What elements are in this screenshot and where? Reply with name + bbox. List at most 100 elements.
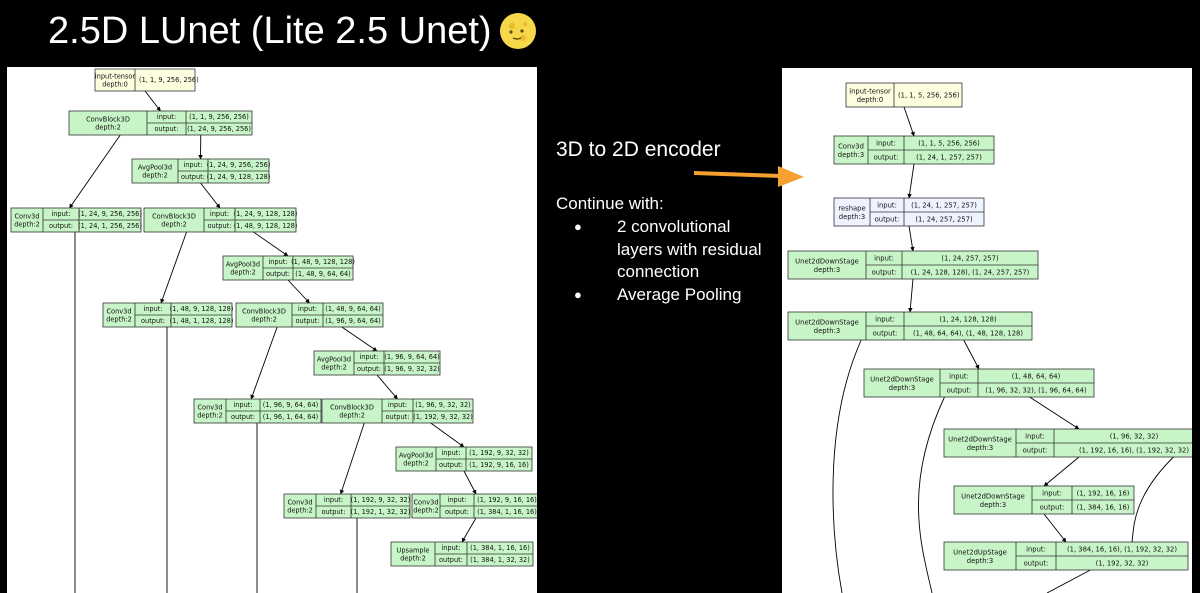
node-name: AvgPool3d — [138, 164, 172, 172]
moon-face-icon — [499, 12, 536, 49]
input-label: input: — [157, 113, 176, 121]
bullet-item: ●2 convolutional layers with residual co… — [570, 216, 767, 284]
bullet-item: ● Average Pooling — [570, 284, 767, 307]
bullet-dot-icon: ● — [574, 286, 582, 302]
node-shape: (1, 1, 9, 256, 256) — [139, 76, 199, 84]
node-name: Conv3d — [14, 213, 39, 221]
input-tensor-box — [94, 68, 196, 92]
graph-edge — [69, 134, 121, 209]
output-label: output: — [873, 329, 898, 337]
encoder-heading: 3D to 2D encoder — [556, 138, 721, 161]
input-label: input: — [210, 210, 229, 218]
input-shape: (1, 24, 9, 256, 256) — [78, 210, 142, 218]
input-label: input: — [359, 353, 378, 361]
input-shape: (1, 48, 9, 64, 64) — [325, 305, 380, 313]
output-label: output: — [439, 556, 463, 564]
output-shape: (1, 24, 1, 257, 257) — [916, 153, 982, 161]
node-name: input-tensor — [849, 88, 891, 96]
node-depth: depth:2 — [339, 412, 365, 420]
output-shape: (1, 24, 128, 128), (1, 24, 257, 257) — [911, 268, 1030, 276]
slide-title: 2.5D LUnet (Lite 2.5 Unet) — [48, 6, 538, 54]
node-name: Upsample — [397, 547, 430, 555]
orange-arrow-icon — [693, 166, 804, 187]
input-label: input: — [874, 254, 894, 262]
output-label: output: — [49, 222, 73, 230]
graph-edge — [1029, 396, 1080, 430]
input-shape: (1, 192, 9, 16, 16) — [477, 496, 537, 504]
input-label: input: — [1025, 432, 1045, 440]
graph-edge — [908, 278, 914, 313]
node-depth: depth:2 — [230, 269, 256, 277]
input-shape: (1, 192, 9, 32, 32) — [469, 449, 529, 457]
node-depth: depth:3 — [980, 501, 1006, 509]
output-label: output: — [875, 215, 900, 223]
graph-edge — [461, 517, 477, 543]
input-shape: (1, 96, 9, 32, 32) — [415, 401, 470, 409]
output-label: output: — [1040, 503, 1065, 511]
output-label: output: — [947, 386, 972, 394]
input-shape: (1, 96, 32, 32) — [1110, 432, 1159, 440]
node-name: Unet2dDownStage — [870, 376, 934, 384]
node-name: reshape — [838, 205, 865, 213]
input-shape: (1, 24, 9, 128, 128) — [234, 210, 298, 218]
node-name: AvgPool3d — [399, 452, 433, 460]
bullet-list: ● 2 convolutional layers with residual co… — [570, 216, 767, 306]
graph-edge — [1043, 456, 1080, 487]
input-label: input: — [233, 401, 252, 409]
output-shape: (1, 48, 9, 64, 64) — [295, 270, 350, 278]
bullet-text: 2 convolutional layers with residual con… — [617, 217, 762, 281]
input-shape: (1, 48, 64, 64) — [1012, 372, 1061, 380]
output-label: output: — [208, 222, 232, 230]
output-shape: (1, 96, 9, 64, 64) — [325, 317, 380, 325]
input-shape: (1, 48, 9, 128, 128) — [170, 305, 234, 313]
input-label: input: — [324, 496, 343, 504]
output-shape: (1, 96, 9, 32, 32) — [384, 365, 439, 373]
graph-edge — [903, 106, 915, 137]
graph-edge — [430, 422, 465, 448]
input-label: input: — [875, 315, 895, 323]
input-label: input: — [298, 305, 317, 313]
node-name: ConvBlock3D — [242, 308, 286, 316]
input-label: input: — [143, 305, 162, 313]
input-label: input: — [183, 161, 202, 169]
node-name: Unet2dUpStage — [953, 549, 1007, 557]
bullet-text: Average Pooling — [617, 284, 742, 304]
input-shape: (1, 1, 5, 256, 256) — [918, 139, 980, 147]
skip-edge — [918, 396, 945, 593]
slide-title-text: 2.5D LUnet (Lite 2.5 Unet) — [48, 9, 492, 52]
output-shape: (1, 24, 9, 256, 256) — [187, 125, 251, 133]
node-depth: depth:3 — [814, 266, 840, 274]
graph-edge — [463, 470, 477, 495]
node-depth: depth:2 — [251, 316, 277, 324]
node-depth: depth:3 — [814, 327, 840, 335]
input-shape: (1, 24, 1, 257, 257) — [911, 201, 977, 209]
node-shape: (1, 1, 5, 256, 256) — [898, 91, 960, 99]
node-depth: depth:2 — [95, 124, 121, 132]
node-name: Unet2dDownStage — [795, 258, 859, 266]
node-name: Conv3d — [106, 308, 131, 316]
output-label: output: — [872, 268, 897, 276]
output-shape: (1, 48, 64, 64), (1, 48, 128, 128) — [913, 329, 1023, 337]
output-label: output: — [445, 508, 469, 516]
output-shape: (1, 384, 1, 16, 16) — [477, 508, 537, 516]
node-depth: depth:3 — [967, 444, 993, 452]
